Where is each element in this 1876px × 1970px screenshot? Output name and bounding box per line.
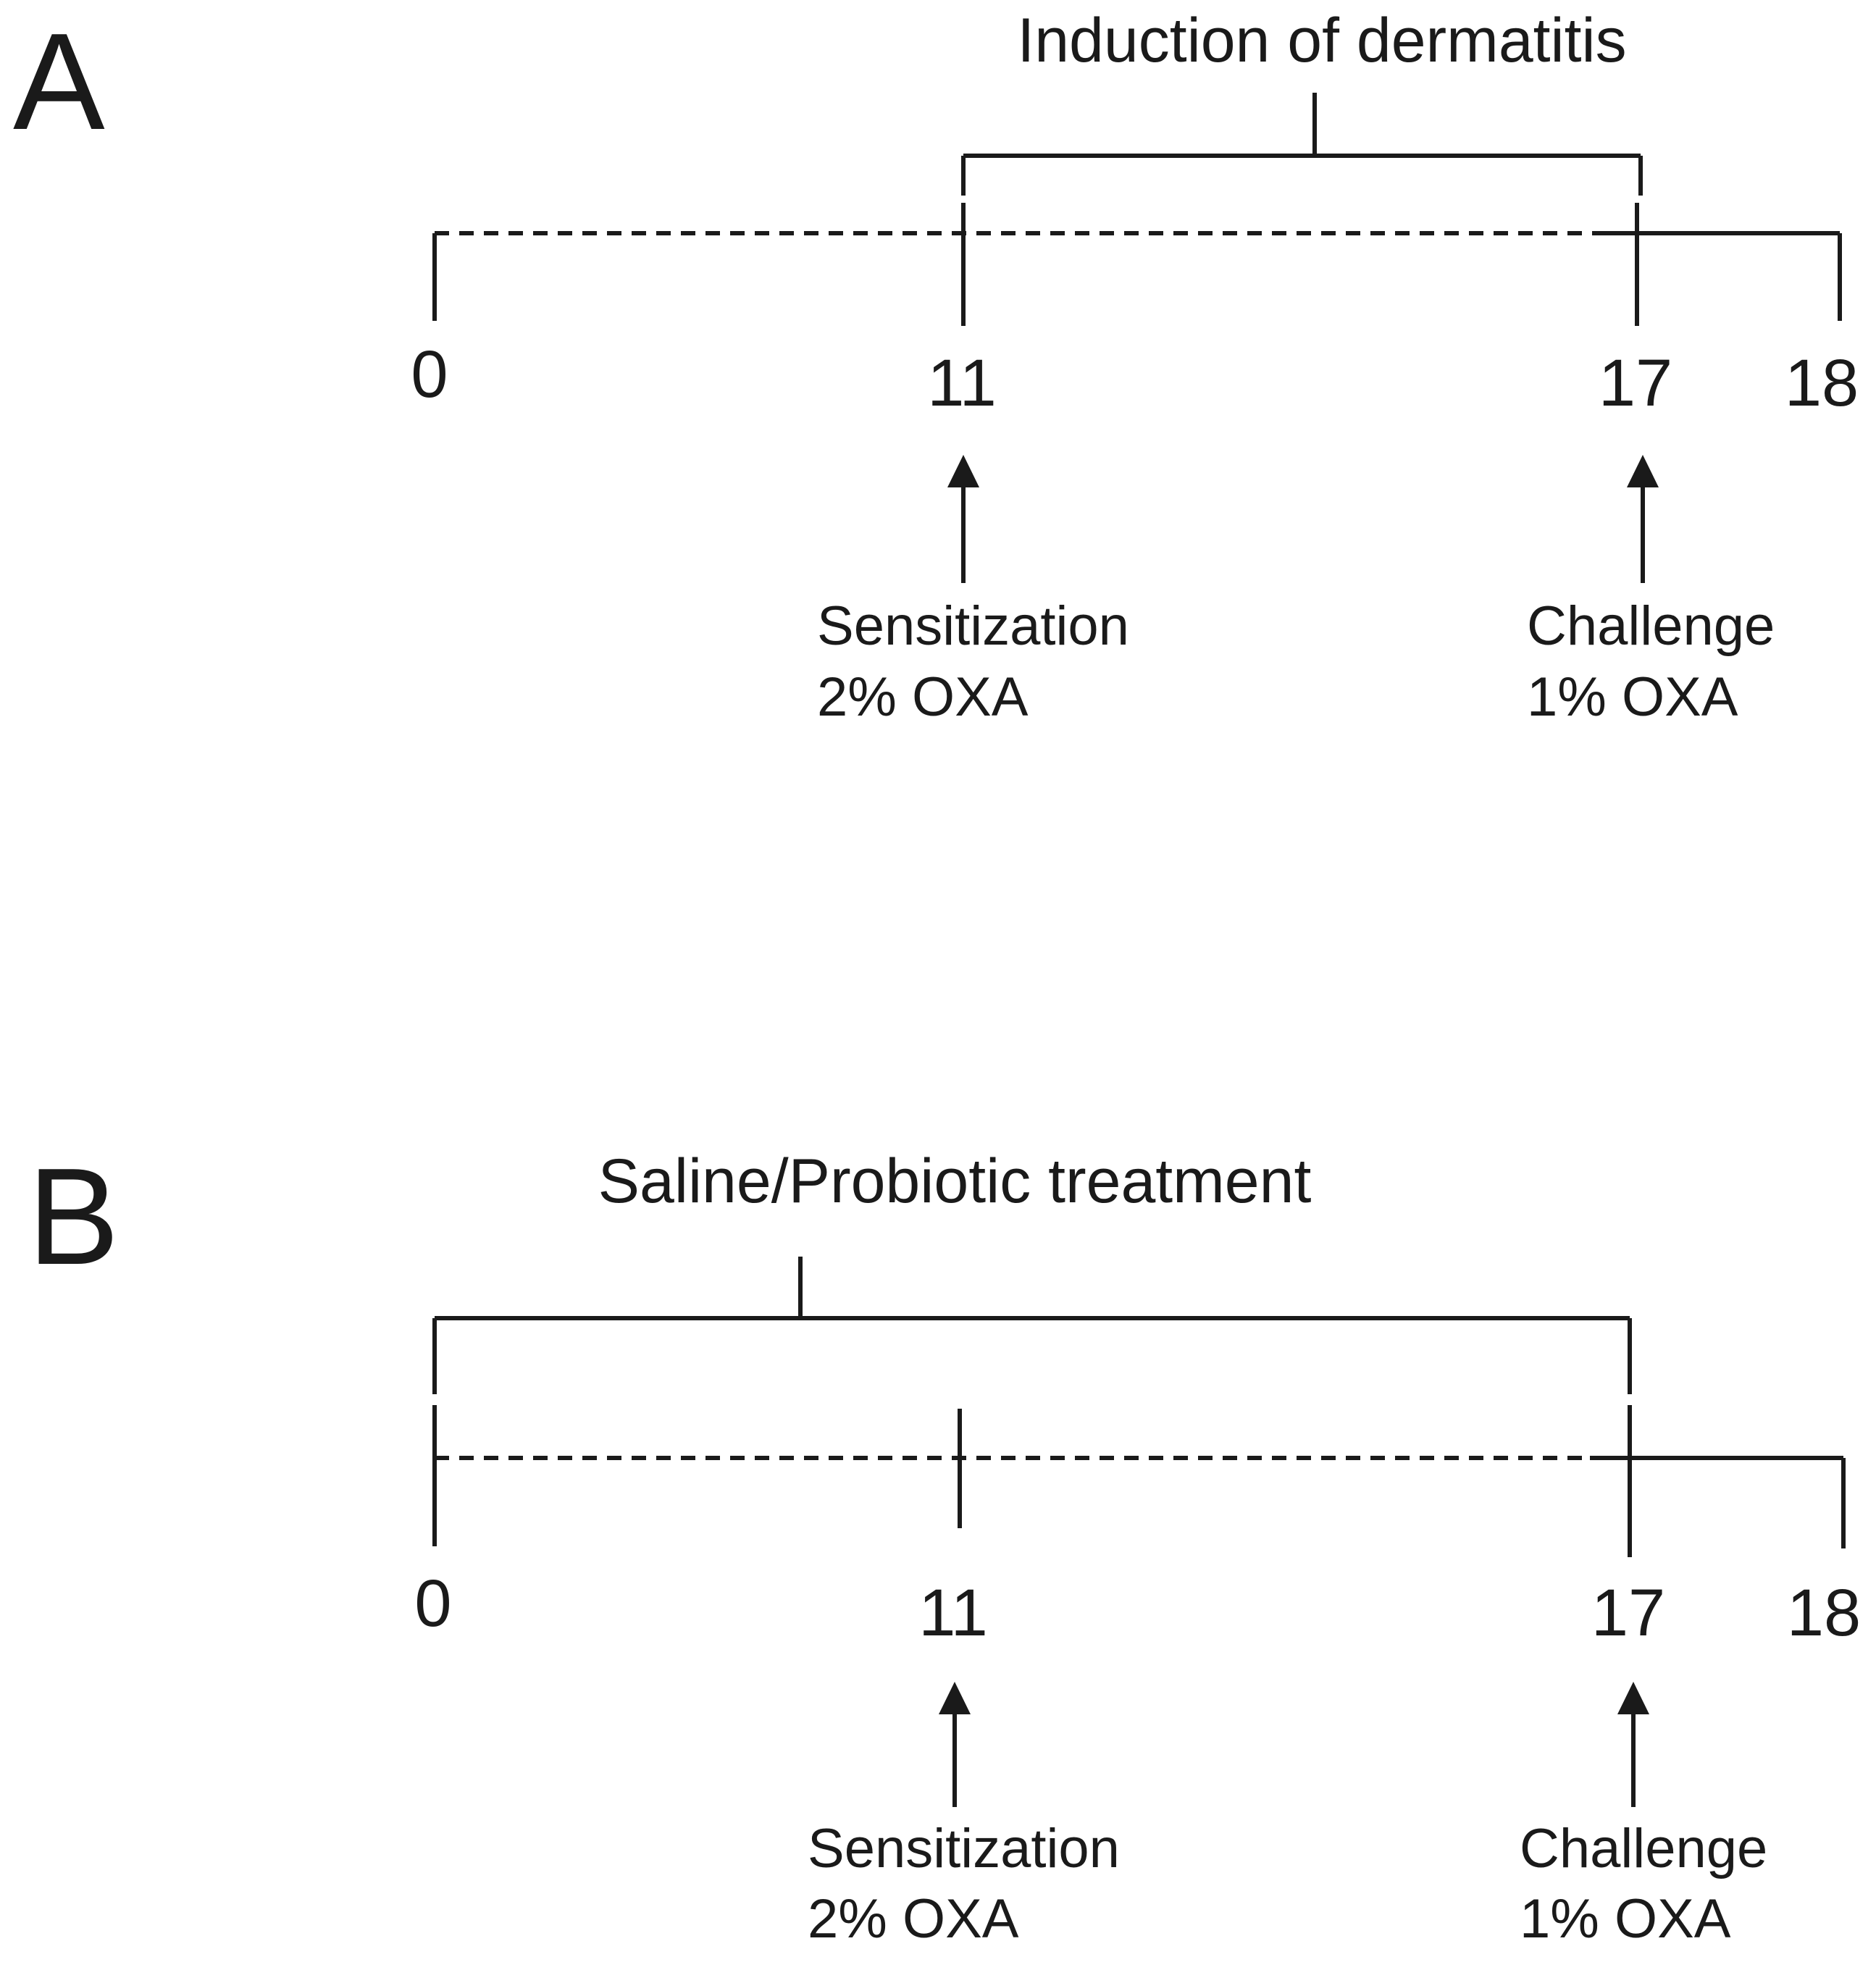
panel-b-challenge-arrow [1617,1682,1649,1807]
panel-b-tick-0: 0 [414,1567,451,1640]
panel-a-bracket-label: Induction of dermatitis [1017,6,1626,75]
panel-a-sensitization-arrow [947,455,979,583]
panel-a-sensitization-label: Sensitization [817,595,1129,657]
panel-b-bracket-label: Saline/Probiotic treatment [598,1147,1312,1216]
panel-a-tick-17: 17 [1599,346,1672,420]
panel-a-challenge-label: Challenge [1527,595,1775,657]
panel-b-sensitization-label: Sensitization [808,1818,1120,1879]
panel-b-tick-18: 18 [1787,1576,1861,1650]
panel-b: B Saline/Probiotic treatment 0 11 17 18 [28,1140,1861,1950]
panel-b-challenge-label: Challenge [1520,1818,1767,1879]
panel-b-tick-11: 11 [918,1576,988,1650]
panel-a-tick-0: 0 [411,338,448,411]
panel-a-tick-11: 11 [927,346,997,420]
panel-b-label: B [28,1140,120,1294]
panel-a-tick-18: 18 [1785,346,1859,420]
panel-b-challenge-dose: 1% OXA [1520,1888,1731,1950]
panel-a-bracket [961,93,1643,196]
panel-b-bracket [432,1257,1632,1394]
panel-a-challenge-arrow [1627,455,1659,583]
panel-b-tick-17: 17 [1591,1576,1665,1650]
panel-a-challenge-dose: 1% OXA [1527,666,1738,728]
panel-a-sensitization-dose: 2% OXA [817,666,1029,728]
panel-a-timeline [432,203,1842,326]
panel-b-timeline [432,1405,1846,1557]
panel-a-label: A [13,5,105,159]
panel-b-sensitization-arrow [939,1682,971,1807]
panel-a: A Induction of dermatitis 0 11 17 18 [13,5,1859,728]
panel-b-sensitization-dose: 2% OXA [808,1888,1019,1950]
